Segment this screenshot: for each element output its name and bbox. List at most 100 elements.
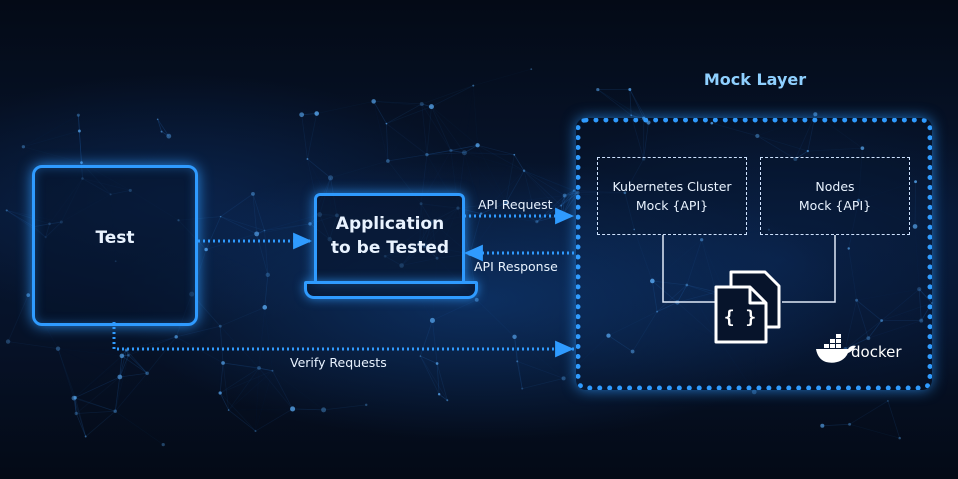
network-line (677, 284, 688, 303)
network-line (264, 223, 311, 231)
network-dot (265, 272, 270, 277)
network-line (887, 400, 901, 439)
network-line (856, 300, 869, 339)
network-dot (262, 305, 268, 310)
kubernetes-mock-line2: Mock {API} (635, 198, 709, 213)
network-line (523, 170, 562, 206)
test-label: Test (95, 228, 135, 248)
svg-text:{ }: { } (724, 307, 757, 328)
network-dot (504, 201, 508, 205)
network-line (918, 289, 922, 321)
network-dot (327, 175, 334, 181)
network-dot (472, 84, 475, 87)
network-dot (26, 293, 31, 297)
network-line (78, 130, 82, 163)
network-dot (371, 99, 376, 104)
network-dot (623, 191, 627, 195)
network-line (652, 280, 687, 286)
network-line (431, 85, 474, 107)
network-line (677, 302, 720, 340)
network-line (76, 376, 121, 414)
network-dot (461, 150, 467, 156)
network-line (219, 326, 224, 363)
network-dot (55, 346, 61, 351)
network-dot (449, 148, 453, 153)
network-dot (254, 231, 260, 237)
network-dot (479, 212, 483, 215)
network-line (597, 89, 632, 116)
network-dot (221, 361, 225, 365)
network-line (330, 160, 389, 179)
network-line (228, 370, 273, 411)
network-line (522, 377, 564, 390)
network-line (119, 355, 123, 378)
network-line (126, 349, 148, 374)
network-dot (522, 169, 526, 173)
network-line (252, 193, 258, 234)
network-line (608, 311, 658, 337)
network-line (219, 362, 224, 394)
network-line (438, 393, 448, 401)
network-line (386, 123, 389, 161)
network-line (316, 100, 374, 114)
network-line (75, 413, 87, 437)
network-line (436, 363, 440, 395)
network-dot (113, 409, 117, 413)
network-line (121, 355, 148, 374)
network-line (220, 306, 265, 327)
network-dot (446, 399, 449, 402)
network-line (73, 376, 121, 399)
network-dot (866, 336, 871, 341)
network-line (574, 190, 625, 194)
network-line (128, 336, 177, 356)
mock-layer-container (576, 118, 932, 390)
network-line (421, 103, 452, 151)
network-line (632, 311, 658, 352)
network-dot (299, 112, 305, 118)
network-dot (521, 387, 524, 390)
network-line (844, 300, 857, 349)
network-line (629, 89, 645, 119)
network-dot (257, 366, 261, 370)
network-dot (820, 423, 825, 428)
network-dot (117, 374, 123, 380)
network-dot (425, 152, 429, 157)
network-line (477, 144, 515, 156)
network-dot (596, 87, 600, 92)
network-line (564, 190, 575, 196)
network-line (505, 154, 515, 203)
network-line (114, 376, 121, 412)
network-dot (21, 145, 26, 149)
network-line (436, 363, 448, 401)
network-line (119, 372, 148, 378)
network-line (536, 192, 578, 222)
network-line (516, 361, 523, 389)
network-dot (218, 324, 222, 328)
network-line (633, 229, 653, 282)
network-dot (84, 435, 87, 438)
network-dot (512, 334, 517, 340)
network-line (114, 355, 123, 412)
network-dot (166, 133, 172, 139)
network-line (264, 230, 269, 275)
network-line (146, 336, 177, 374)
verify-requests-label: Verify Requests (290, 355, 387, 370)
network-dot (364, 403, 368, 407)
network-line (114, 355, 129, 412)
network-line (677, 291, 717, 303)
network-line (220, 370, 273, 394)
network-line (222, 362, 230, 411)
network-dot (437, 393, 441, 396)
nodes-mock-label: Nodes Mock {API} (760, 177, 910, 215)
network-dot (204, 247, 208, 252)
network-dot (321, 407, 327, 413)
network-line (219, 325, 260, 369)
network-line (228, 409, 256, 432)
network-line (505, 202, 538, 222)
network-line (175, 336, 224, 364)
network-line (219, 392, 256, 432)
network-line (301, 114, 308, 160)
network-line (75, 397, 116, 412)
network-line (114, 410, 164, 445)
kubernetes-mock-label: Kubernetes Cluster Mock {API} (597, 177, 747, 215)
